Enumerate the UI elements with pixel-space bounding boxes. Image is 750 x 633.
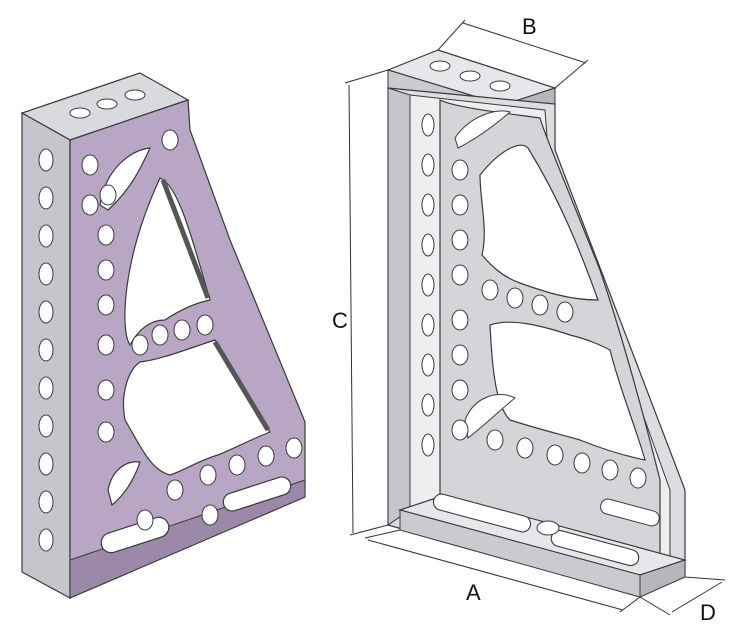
right-base-slot-2 bbox=[550, 529, 640, 567]
left-top-holes bbox=[69, 89, 146, 119]
dimension-a-label: A bbox=[466, 580, 481, 605]
left-front-holes bbox=[81, 129, 303, 531]
right-crescent-bottom bbox=[464, 394, 516, 439]
dimension-lines bbox=[344, 19, 726, 616]
right-left-rim bbox=[387, 87, 411, 526]
right-column-holes bbox=[421, 113, 435, 457]
left-base-slot-2 bbox=[222, 476, 292, 512]
right-crescent-top bbox=[454, 110, 511, 149]
right-gusset-holes bbox=[451, 159, 647, 489]
dimension-a-line bbox=[367, 539, 624, 611]
right-base-slot-3 bbox=[600, 498, 660, 527]
right-gusset bbox=[439, 99, 661, 556]
left-side-holes bbox=[38, 148, 54, 552]
dimension-c-label: C bbox=[332, 308, 348, 333]
dimension-d-line bbox=[671, 581, 723, 613]
left-crescent-slot-lower bbox=[107, 461, 141, 507]
right-top-holes bbox=[429, 60, 511, 92]
right-base-slot-1 bbox=[432, 493, 532, 533]
left-upper-cutout bbox=[124, 177, 211, 347]
dimension-b-line bbox=[462, 22, 587, 64]
dimension-b-label: B bbox=[522, 14, 537, 39]
right-base-hole bbox=[536, 520, 560, 536]
right-angle-plate bbox=[386, 49, 688, 598]
right-upper-cutout bbox=[479, 144, 599, 301]
right-lower-cutout bbox=[489, 321, 646, 461]
dimension-c-line bbox=[348, 84, 354, 534]
dimension-d-label: D bbox=[700, 600, 716, 625]
left-angle-plate bbox=[20, 72, 306, 600]
